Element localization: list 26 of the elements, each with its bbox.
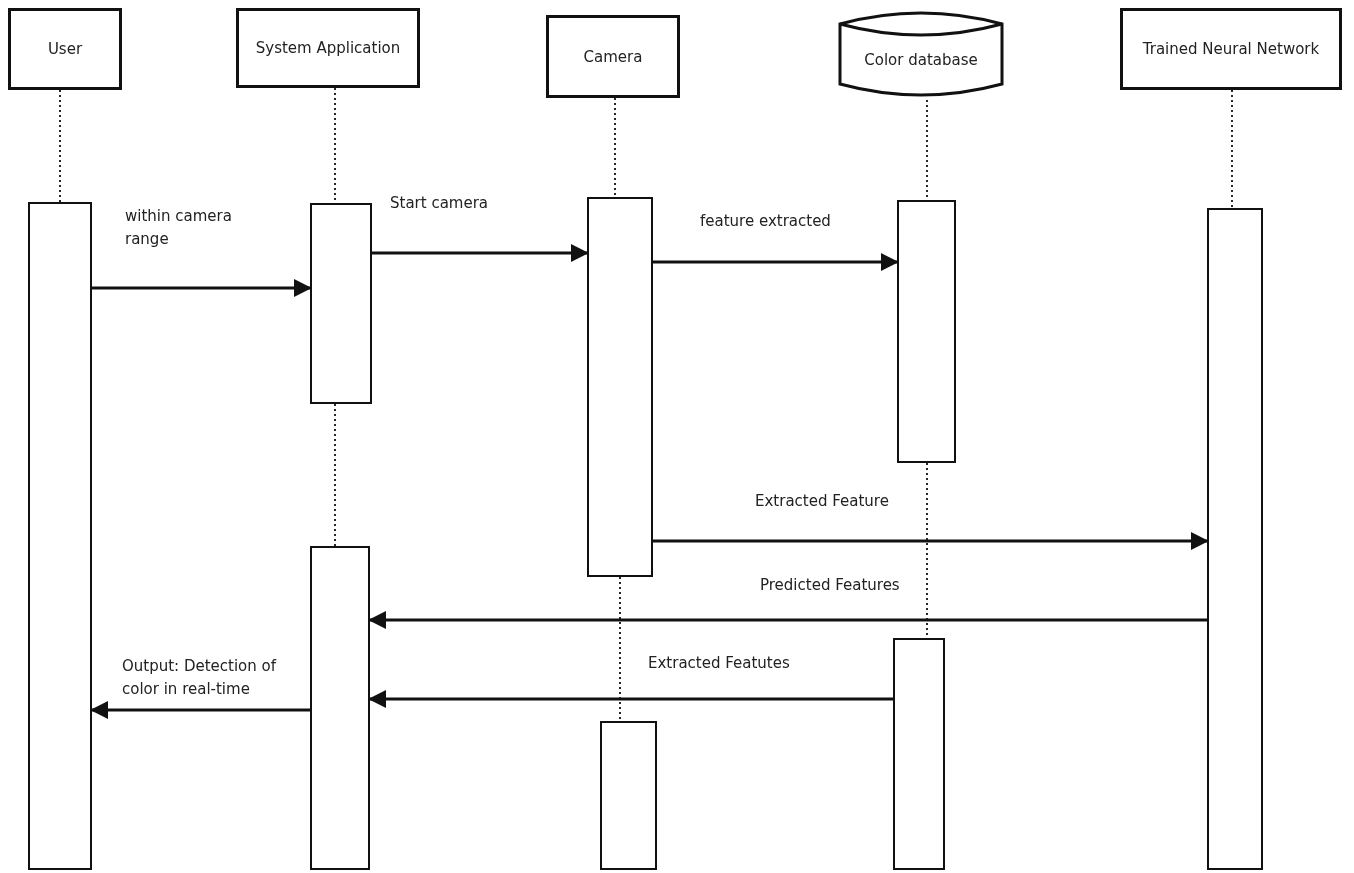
activation-bar [587, 197, 653, 577]
message-arrow [653, 532, 1209, 550]
lifeline [619, 576, 621, 722]
participant-label: Camera [583, 47, 643, 66]
participant-box [546, 15, 680, 98]
activation-bar [897, 200, 956, 463]
participant-box [8, 8, 122, 90]
activation-bar [600, 721, 657, 870]
activation-bar [893, 638, 945, 870]
lifeline [59, 89, 61, 203]
message-arrow [372, 244, 589, 262]
activation-bar [310, 546, 370, 870]
activation-bar [1207, 208, 1263, 870]
participant-label: User [47, 40, 83, 58]
participant-box [236, 8, 420, 88]
lifeline [614, 97, 616, 198]
participant-label: Color database [864, 51, 978, 69]
activation-bar [310, 203, 372, 404]
lifeline [334, 403, 336, 547]
participant-label: Trained Neural Network [1142, 40, 1320, 58]
activation-bar [28, 202, 92, 870]
participant-box [1120, 8, 1342, 90]
lifeline [1231, 89, 1233, 209]
message-arrow [653, 253, 899, 271]
participant-label: System Application [255, 39, 401, 57]
message-arrow [92, 279, 312, 297]
